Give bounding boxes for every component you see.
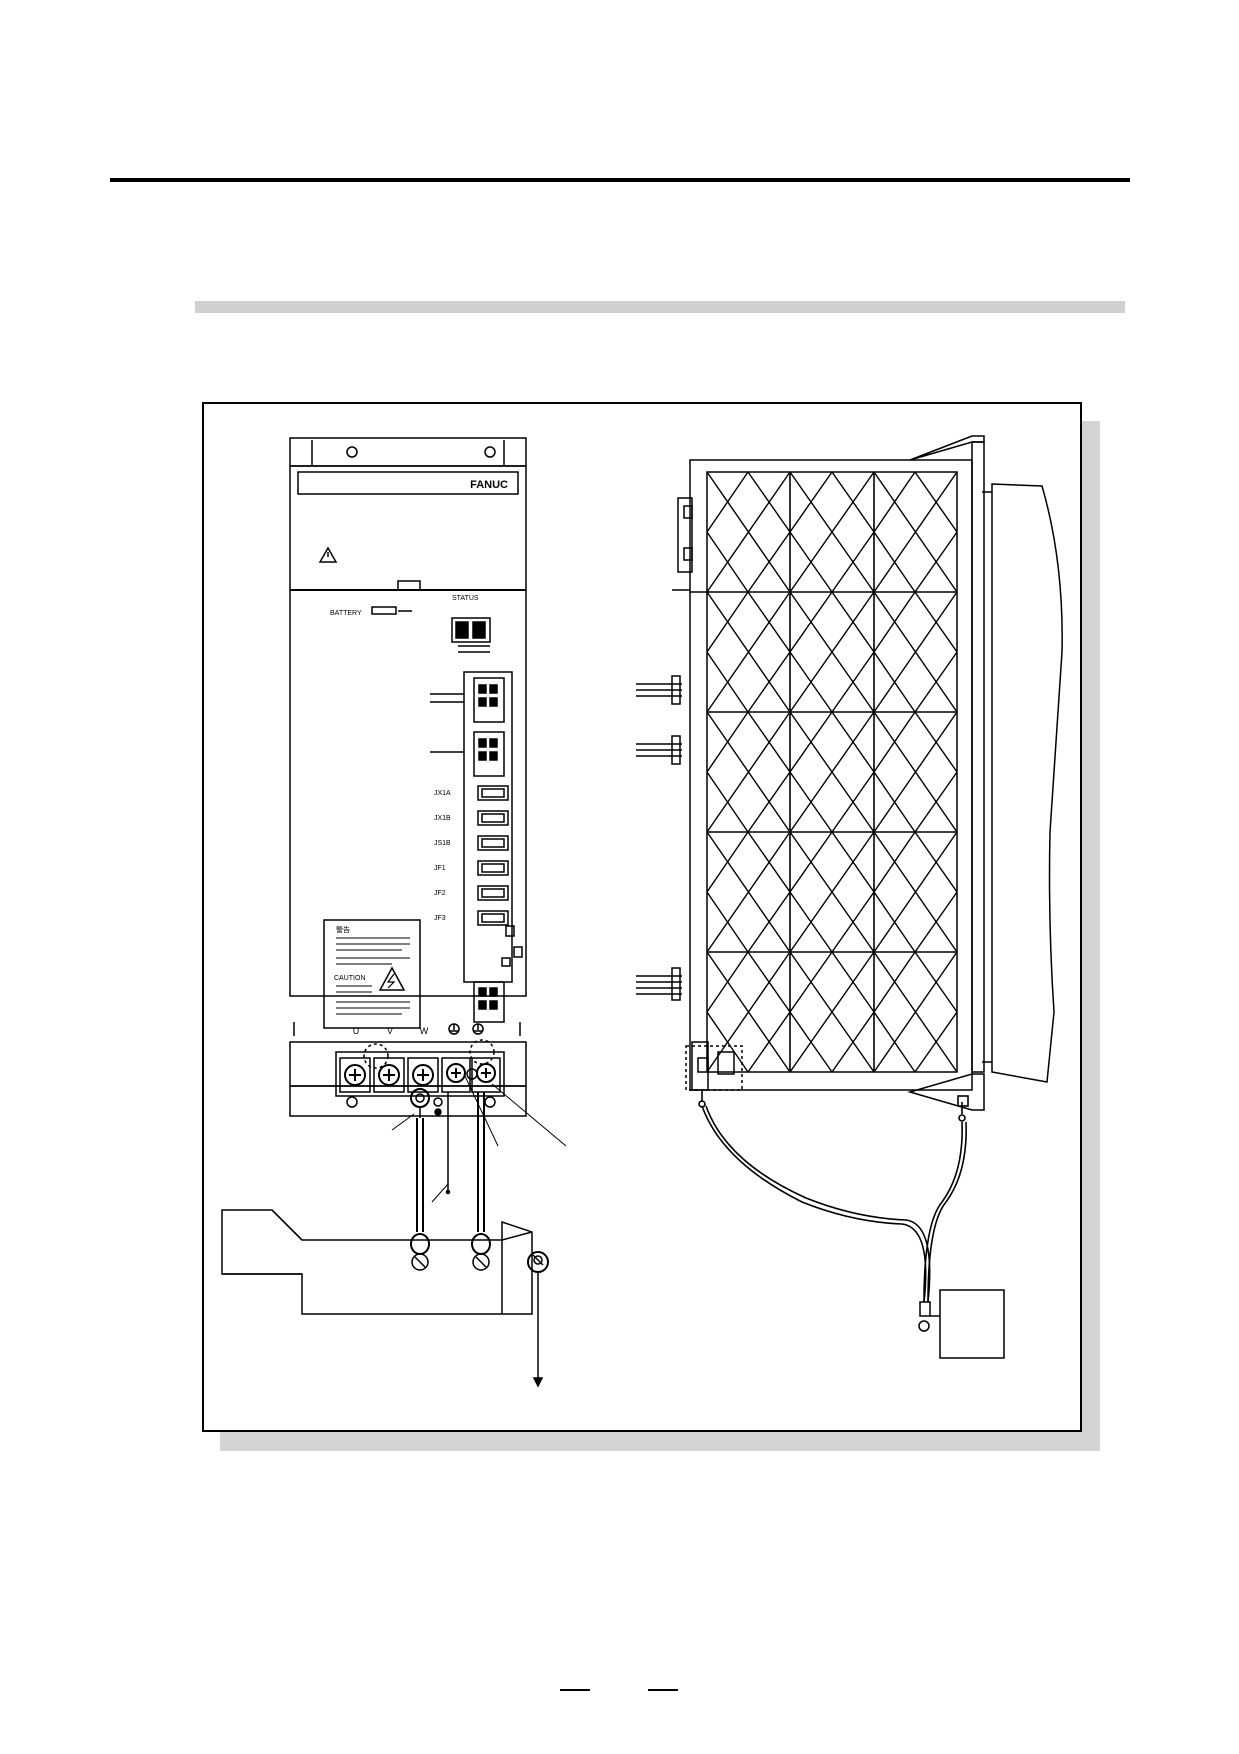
svg-text:JF3: JF3 xyxy=(434,915,446,922)
terminal-highlight xyxy=(685,1045,743,1091)
status-label: STATUS xyxy=(452,595,479,602)
ground-bar xyxy=(221,1209,549,1315)
connector-pins xyxy=(636,675,682,1001)
ground-lug xyxy=(471,1233,491,1271)
svg-text:JF1: JF1 xyxy=(434,865,446,872)
terminal-screw xyxy=(339,1057,371,1093)
warning-heading: 警告 xyxy=(336,925,350,934)
terminal-screw xyxy=(407,1057,439,1093)
heat-sink-fins xyxy=(706,471,958,1073)
brand-label: FANUC xyxy=(470,479,508,491)
terminal-block xyxy=(335,1051,505,1097)
battery-label: BATTERY xyxy=(330,610,362,617)
terminal-label-u: U xyxy=(353,1026,360,1036)
svg-text:JS1B: JS1B xyxy=(434,840,451,847)
mounting-plate xyxy=(971,441,985,1073)
cx-connector xyxy=(473,677,505,723)
header-rule xyxy=(110,178,1130,182)
ground-lug xyxy=(410,1233,430,1271)
highlight-circle xyxy=(363,1043,389,1069)
amplifier-side-view xyxy=(636,435,1063,1359)
connector-panel xyxy=(463,671,513,983)
jf1-connector: JF1 xyxy=(434,860,509,876)
js1b-connector: JS1B xyxy=(434,835,509,851)
ground-symbol-icon xyxy=(448,1023,484,1035)
svg-text:JF2: JF2 xyxy=(434,890,446,897)
bottom-mounting-flange xyxy=(289,1085,527,1117)
high-voltage-icon xyxy=(378,966,406,991)
jf2-connector: JF2 xyxy=(434,885,509,901)
cx4-connector xyxy=(473,981,505,1023)
highlight-circle xyxy=(469,1039,495,1065)
heat-sink xyxy=(689,459,973,1091)
terminal-label-w: W xyxy=(420,1026,429,1036)
ground-arrow-icon xyxy=(532,1272,544,1388)
side-ground-cables xyxy=(698,1090,969,1303)
warning-triangle-icon xyxy=(318,546,338,563)
svg-text:JX1A: JX1A xyxy=(434,790,451,797)
page-number-marks xyxy=(560,1689,680,1692)
ground-block xyxy=(918,1289,1005,1359)
terminal-screw xyxy=(373,1057,405,1093)
ground-terminal-screw xyxy=(441,1057,471,1093)
mounting-screw xyxy=(484,446,496,458)
svg-text:JX1B: JX1B xyxy=(434,815,451,822)
rear-fan-housing xyxy=(991,483,1063,1083)
terminal-label-v: V xyxy=(387,1026,393,1036)
section-heading-bar xyxy=(195,301,1125,313)
amplifier-body xyxy=(289,465,527,997)
status-display xyxy=(451,617,491,643)
mounting-screw xyxy=(346,446,358,458)
top-mounting-flange xyxy=(289,437,527,467)
jf3-connector: JF3 xyxy=(434,910,509,926)
jx1a-connector: JX1A xyxy=(434,785,509,801)
amplifier-front-view: FANUC BATTERY STATUS xyxy=(289,437,567,1232)
caution-heading: CAUTION xyxy=(334,975,366,982)
cx-connector xyxy=(473,731,505,777)
jx1b-connector: JX1B xyxy=(434,810,509,826)
grounding-diagram: FANUC BATTERY STATUS xyxy=(221,435,1063,1388)
warning-label-panel: 警告 CAUTION xyxy=(323,919,421,1029)
